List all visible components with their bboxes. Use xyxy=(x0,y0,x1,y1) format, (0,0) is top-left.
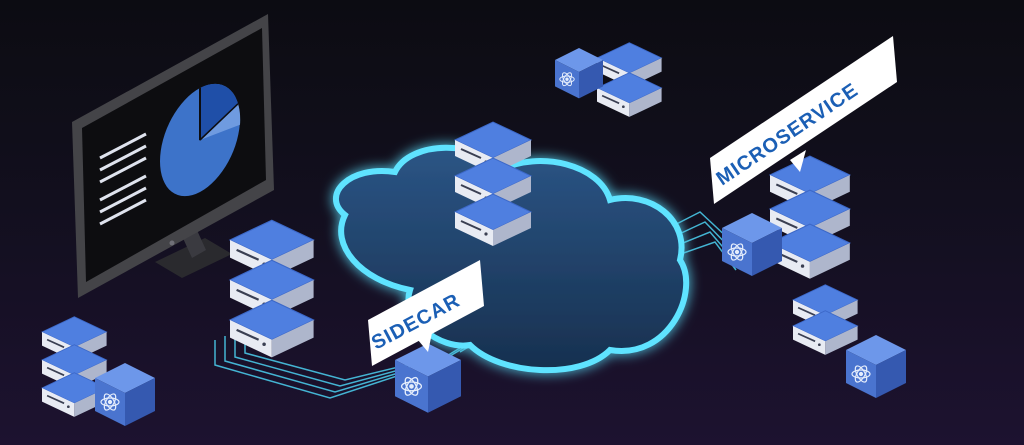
text-lines xyxy=(99,132,147,226)
server-icon xyxy=(454,121,532,247)
sidecar-cube-icon xyxy=(554,47,604,99)
pie-chart-icon xyxy=(160,83,241,197)
sidecar-cube-icon xyxy=(845,334,907,399)
monitor-icon xyxy=(72,14,274,298)
server-icon xyxy=(792,283,859,356)
server-icon xyxy=(596,41,663,118)
server-icon xyxy=(228,219,315,359)
